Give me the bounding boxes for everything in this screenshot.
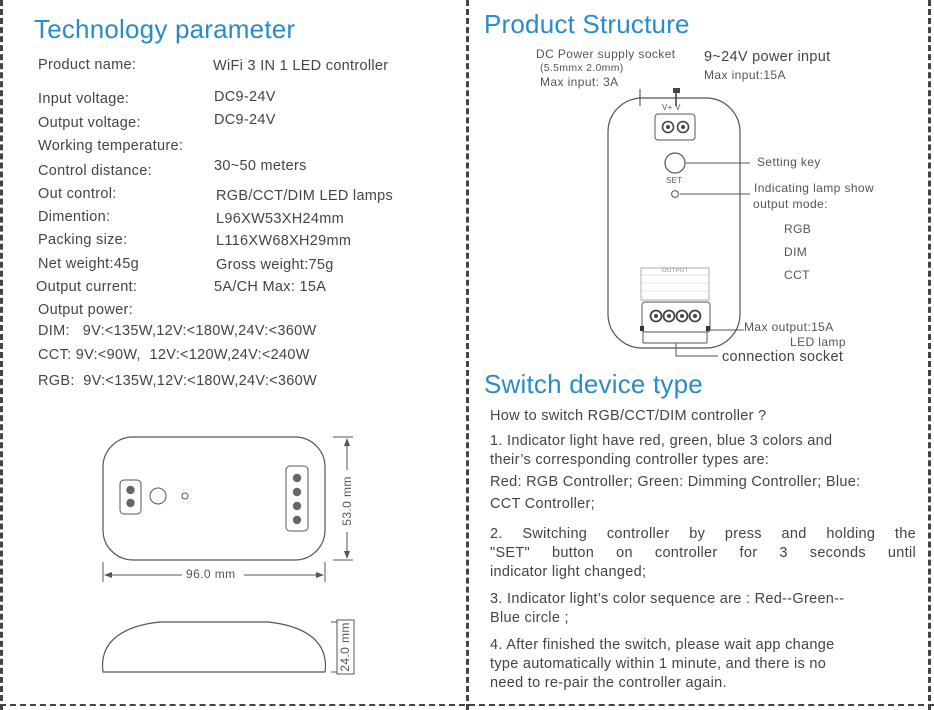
controller-dimension-drawing — [101, 436, 355, 675]
power-max-input-label: Max input:15A — [704, 68, 786, 82]
dc-socket-max-input-label: Max input: 3A — [540, 75, 619, 89]
param-label-dimension: Dimention: — [38, 209, 111, 225]
vplus-terminal-label: V+ V — [662, 103, 681, 112]
switch-step-1-line: 1. Indicator light have red, green, blue… — [490, 433, 833, 449]
led-lamp-label: LED lamp — [790, 335, 846, 349]
dc-socket-size-label: (5.5mmx 2.0mm) — [540, 62, 624, 74]
setting-key-outline — [664, 152, 686, 174]
output-power-dim: DIM: 9V:<135W,12V:<180W,24V:<360W — [38, 323, 317, 339]
param-value-product-name: WiFi 3 IN 1 LED controller — [213, 58, 389, 74]
switch-step-4-line: need to re-pair the controller again. — [490, 675, 727, 691]
output-terminal-screw — [292, 473, 302, 483]
output-power-cct: CCT: 9V:<90W, 12V:<120W,24V:<240W — [38, 347, 310, 363]
switch-step-4: 4. After finished the switch, please wai… — [490, 636, 910, 693]
right-border-dashed — [928, 0, 931, 710]
mode-dim-label: DIM — [784, 245, 808, 259]
param-label-control-distance: Control distance: — [38, 163, 152, 179]
indicator-lamp-outline — [671, 190, 679, 198]
power-input-label: 9~24V power input — [704, 49, 831, 65]
output-terminal-screw — [292, 515, 302, 525]
dc-terminal-screw — [126, 485, 135, 495]
param-value-dimension: L96XW53XH24mm — [216, 211, 345, 227]
output-power-rgb: RGB: 9V:<135W,12V:<180W,24V:<360W — [38, 373, 318, 389]
param-label-out-control: Out control: — [38, 186, 117, 202]
switch-step-2-line: 2. Switching controller by press and hol… — [490, 526, 916, 542]
param-label-output-voltage: Output voltage: — [38, 115, 141, 131]
power-terminal-block — [654, 113, 696, 141]
output-terminal-outline — [285, 465, 309, 532]
switch-step-1-line: their’s corresponding controller types a… — [490, 452, 770, 468]
switch-step-3: 3. Indicator light’s color sequence are … — [490, 590, 910, 628]
param-value-output-current: 5A/CH Max: 15A — [214, 279, 327, 295]
switch-step-1-line: CCT Controller; — [490, 496, 595, 512]
switch-step-2-line: "SET" button on controller for 3 seconds… — [490, 545, 916, 561]
setting-key-label: Setting key — [757, 155, 821, 169]
switch-step-3-line: 3. Indicator light’s color sequence are … — [490, 591, 845, 607]
center-divider-dashed — [466, 0, 469, 710]
param-value-packing-size: L116XW68XH29mm — [216, 233, 352, 249]
switch-question: How to switch RGB/CCT/DIM controller ? — [490, 408, 767, 424]
param-value-out-control: RGB/CCT/DIM LED lamps — [216, 188, 394, 204]
switch-step-4-line: type automatically within 1 minute, and … — [490, 656, 827, 672]
bottom-border-dashed — [0, 704, 934, 706]
switch-device-type-title: Switch device type — [484, 369, 703, 399]
param-value-gross-weight: Gross weight:75g — [216, 257, 334, 273]
param-value-control-distance: 30~50 meters — [214, 158, 307, 174]
dimension-width-label: 96.0 mm — [186, 567, 236, 581]
output-power-label: Output power: — [38, 302, 133, 318]
param-value-output-voltage: DC9-24V — [214, 112, 276, 128]
dc-terminal-screw — [126, 498, 135, 508]
switch-step-4-line: 4. After finished the switch, please wai… — [490, 637, 835, 653]
switch-step-2-line: indicator light changed; — [490, 564, 647, 580]
switch-step-1-line: Red: RGB Controller; Green: Dimming Cont… — [490, 474, 861, 490]
indicator-lamp-outline — [181, 492, 189, 500]
param-label-output-current: Output current: — [36, 279, 138, 295]
set-key-label: SET — [666, 176, 683, 185]
product-structure-title: Product Structure — [484, 9, 690, 39]
output-terminal-screw — [292, 501, 302, 511]
max-output-label: Max output:15A — [744, 320, 834, 334]
controller-side-view-body — [101, 621, 327, 673]
param-label-packing-size: Packing size: — [38, 232, 128, 248]
left-border-dashed — [0, 0, 3, 710]
output-panel-label: OUTPUT — [662, 268, 689, 274]
mode-rgb-label: RGB — [784, 222, 812, 236]
controller-top-view-body — [102, 436, 326, 561]
set-button-outline — [149, 487, 167, 505]
param-label-product-name: Product name: — [38, 57, 137, 73]
indicating-output-mode-label: output mode: — [753, 197, 828, 211]
switch-step-3-line: Blue circle ; — [490, 610, 569, 626]
technology-parameter-title: Technology parameter — [34, 14, 296, 44]
dc-socket-label: DC Power supply socket — [536, 47, 676, 61]
connection-socket-label: connection socket — [722, 349, 844, 365]
indicating-lamp-label: Indicating lamp show — [754, 181, 875, 195]
param-label-net-weight: Net weight:45g — [38, 256, 139, 272]
param-value-input-voltage: DC9-24V — [214, 89, 276, 105]
mode-cct-label: CCT — [784, 268, 810, 282]
switch-step-2: 2. Switching controller by press and hol… — [490, 525, 916, 582]
output-terminal-screw — [292, 487, 302, 497]
param-label-working-temperature: Working temperature: — [38, 138, 184, 154]
switch-step-1: 1. Indicator light have red, green, blue… — [490, 432, 890, 514]
param-label-input-voltage: Input voltage: — [38, 91, 130, 107]
dc-terminal-outline — [119, 479, 142, 515]
